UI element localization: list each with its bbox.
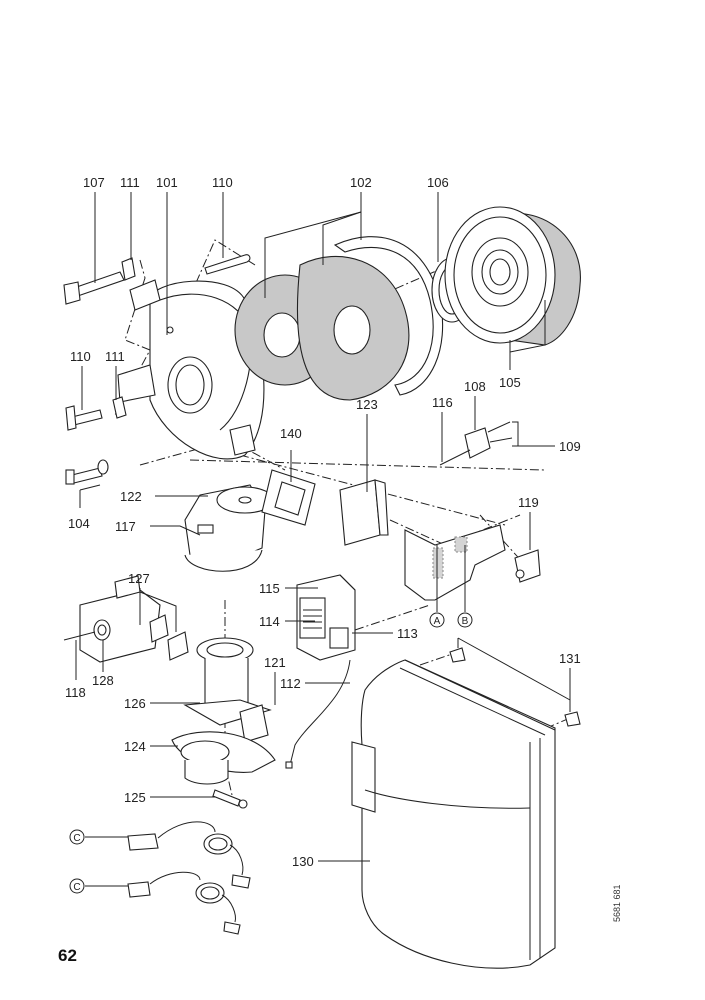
label-102: 102 [350,175,372,190]
part-107-ignition-electrode [63,271,125,305]
label-107: 107 [83,175,105,190]
label-118: 118 [65,685,86,700]
label-126: 126 [124,696,146,711]
callout-c2: C [73,882,80,893]
label-121: 121 [264,655,286,670]
callout-b: B [462,616,469,627]
part-102-insulation-discs [234,236,444,401]
document-code: 5681 681 [612,884,622,922]
label-108: 108 [464,379,486,394]
callout-c2-circle [69,878,85,894]
part-125-electrode [212,789,248,809]
label-109: 109 [559,439,581,454]
part-labels: 107 111 101 110 102 106 105 110 111 116 … [65,175,581,869]
label-110-lower: 110 [70,349,91,364]
label-101: 101 [156,175,178,190]
callout-a-circle [429,612,445,628]
label-140: 140 [280,426,302,441]
part-115-control-unit [296,574,356,661]
callout-c1-circle [69,829,85,845]
part-104-bolt [65,459,109,485]
label-128: 128 [92,673,114,688]
part-112-cable [285,659,351,769]
label-131: 131 [559,651,581,666]
part-119-connector [514,549,541,583]
part-124-burner-plate [171,731,276,785]
label-105: 105 [499,375,521,390]
part-126-mixing-tube [183,637,272,726]
part-130-casing [351,659,556,969]
label-116: 116 [432,395,453,410]
label-130: 130 [292,854,314,869]
label-124: 124 [124,739,146,754]
label-114: 114 [259,614,280,629]
label-113: 113 [397,626,418,641]
mounting-bracket [404,524,506,601]
label-123: 123 [356,397,378,412]
cable-harness-1 [127,821,251,889]
part-128-gas-valve [63,575,161,663]
label-112: 112 [280,676,301,691]
cable-harness-2 [127,871,241,935]
label-115: 115 [259,581,280,596]
part-121-igniter [239,704,269,743]
part-122-fan [184,484,274,572]
page-number: 62 [58,946,77,965]
part-111-clips [112,257,136,419]
part-140-gasket [261,469,316,526]
label-125: 125 [124,790,146,805]
label-111-lower: 111 [105,349,125,364]
label-104: 104 [68,516,90,531]
label-119: 119 [518,495,539,510]
leader-lines [75,192,571,887]
label-117: 117 [115,519,136,534]
part-127-gaskets [149,614,189,661]
label-122: 122 [120,489,142,504]
part-123-relay [339,479,389,546]
callout-b-circle [457,612,473,628]
part-105-combustion-chamber [444,206,581,346]
label-110: 110 [212,175,233,190]
label-127: 127 [128,571,150,586]
part-108-sensor [439,421,513,466]
callout-a: A [434,616,441,627]
label-106: 106 [427,175,449,190]
part-110-electrodes [65,254,251,431]
callout-c1: C [73,833,80,844]
callouts: A B C C [69,612,473,894]
label-111: 111 [120,175,140,190]
